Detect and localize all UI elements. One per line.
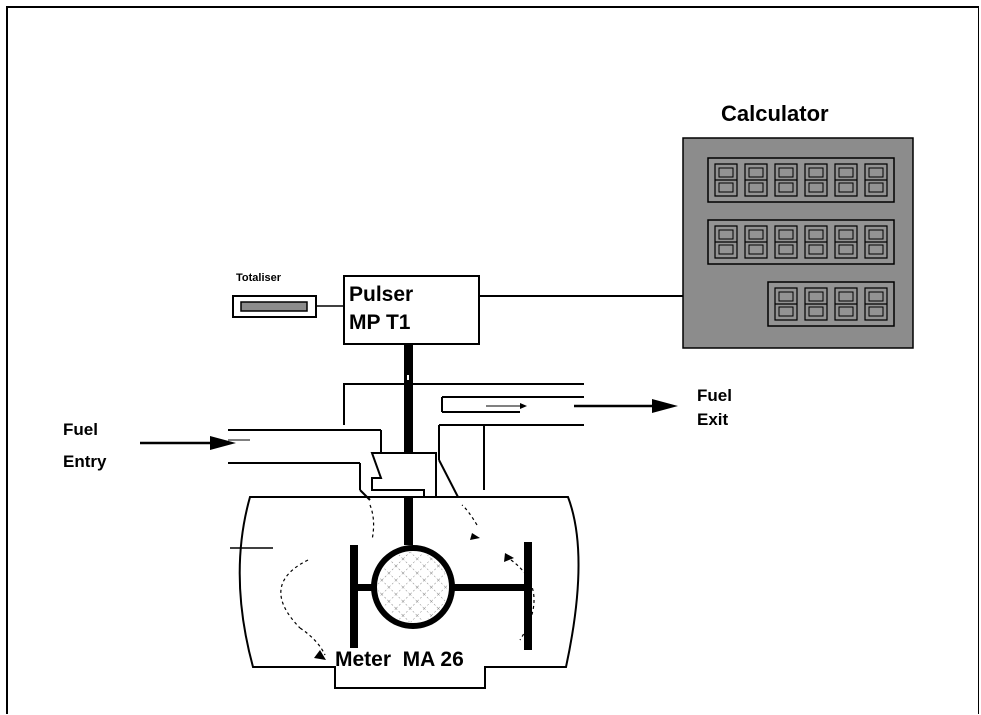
display-digit-segment (868, 167, 884, 193)
display-digit-segment (808, 229, 824, 255)
diagram-frame (6, 6, 979, 714)
display-digit-segment (718, 229, 734, 255)
display-digit-segment (868, 229, 884, 255)
display-digit-segment (868, 291, 884, 317)
display-digit (864, 225, 888, 259)
display-digit (804, 225, 828, 259)
display-digit (834, 225, 858, 259)
display-digit (864, 163, 888, 197)
display-digit-segment (808, 291, 824, 317)
totaliser (232, 295, 317, 318)
display-digit-segment (748, 167, 764, 193)
fuel-entry-label-line2: Entry (63, 452, 107, 471)
fuel-entry-arrow (140, 436, 236, 450)
display-digit (774, 225, 798, 259)
pulser-label-line1: Pulser (349, 283, 414, 306)
meter-housing (238, 496, 580, 689)
meter-rotor (350, 497, 532, 650)
display-digit-segment (838, 167, 854, 193)
calculator-unit (682, 137, 914, 349)
fuel-exit-label-line1: Fuel (697, 386, 732, 405)
display-digit-segment (778, 291, 794, 317)
display-digit-segment (778, 167, 794, 193)
display-digit (714, 163, 738, 197)
totaliser-bar (240, 301, 308, 312)
display-digit (714, 225, 738, 259)
display-digit (834, 287, 858, 321)
display-digit (774, 163, 798, 197)
fuel-entry-label-line1: Fuel (63, 420, 98, 439)
meter-housing-top (228, 383, 584, 490)
calculator-title: Calculator (721, 101, 829, 126)
exit-flow-arrow (486, 403, 527, 409)
display-digit (804, 287, 828, 321)
pulser-box (343, 275, 480, 345)
display-digit-segment (748, 229, 764, 255)
display-digit-segment (838, 291, 854, 317)
display-digit (834, 163, 858, 197)
display-digit (774, 287, 798, 321)
meter-label: Meter MA 26 (335, 648, 464, 671)
display-digit-segment (778, 229, 794, 255)
display-digit (744, 225, 768, 259)
display-digit-segment (718, 167, 734, 193)
calculator-display (707, 219, 895, 265)
display-digit (864, 287, 888, 321)
totaliser-label: Totaliser (236, 272, 282, 284)
pulser-label-line2: MP T1 (349, 311, 411, 334)
calculator-display (707, 157, 895, 203)
magnetic-coupling (370, 452, 437, 498)
fuel-exit-label-line2: Exit (697, 410, 729, 429)
display-digit-segment (808, 167, 824, 193)
display-digit (804, 163, 828, 197)
drive-shaft (404, 344, 413, 454)
calculator-displays (707, 157, 895, 327)
display-digit (744, 163, 768, 197)
display-digit-segment (838, 229, 854, 255)
fuel-exit-arrow (574, 399, 678, 413)
